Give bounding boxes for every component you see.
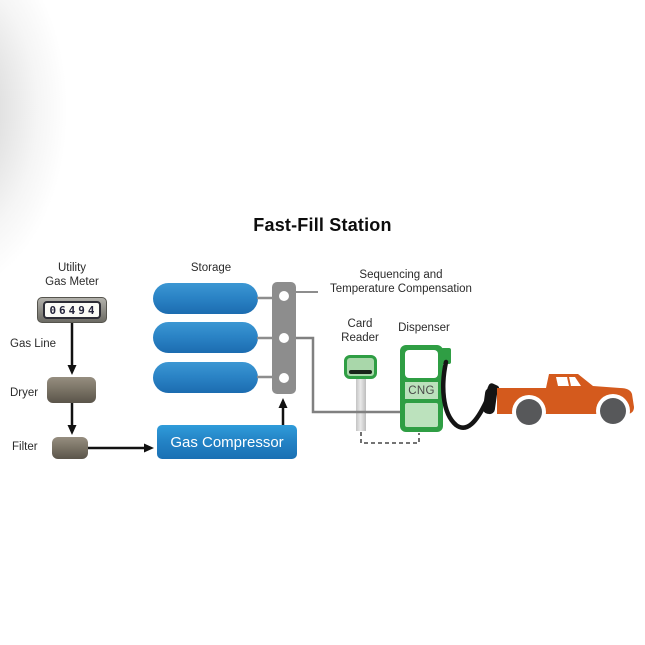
- sequencing-valve-dot: [279, 333, 289, 343]
- truck-window: [556, 377, 581, 386]
- utility-gas-meter-label: Utility Gas Meter: [45, 262, 99, 289]
- rear-wheel-arch: [512, 395, 546, 429]
- card-reader-device: [344, 355, 377, 379]
- dryer-label: Dryer: [10, 387, 39, 399]
- sequencing-valve-dot: [279, 373, 289, 383]
- utility-gas-meter: 06494: [37, 297, 107, 323]
- sequencing-valve-dot: [279, 291, 289, 301]
- storage-tank: [153, 322, 258, 353]
- truck-window-divider: [567, 376, 571, 387]
- hose-mount: [441, 348, 451, 364]
- meter-display: 06494: [43, 301, 101, 319]
- underground-wiring-dashed: [360, 432, 420, 444]
- sequencing-label: Sequencing and Temperature Compensation: [330, 269, 472, 296]
- card-slot: [349, 370, 372, 374]
- gas-compressor: Gas Compressor: [157, 425, 297, 459]
- storage-tank: [153, 283, 258, 314]
- fuel-nozzle: [482, 383, 500, 415]
- dispenser-screen: [405, 350, 438, 378]
- cng-badge: CNG: [405, 382, 438, 399]
- storage-tank: [153, 362, 258, 393]
- pickup-truck: [497, 374, 634, 429]
- rear-wheel: [516, 399, 542, 425]
- gas-compressor-label: Gas Compressor: [170, 433, 284, 451]
- front-wheel-arch: [596, 394, 630, 428]
- diagram-title: Fast-Fill Station: [253, 215, 392, 235]
- card-reader-label: Card Reader: [341, 318, 379, 345]
- dryer-unit: [47, 377, 96, 403]
- dispenser-unit: CNG: [400, 345, 451, 432]
- filter-label: Filter: [12, 441, 38, 453]
- sequencing-panel: [272, 282, 296, 394]
- filter-unit: [52, 437, 88, 459]
- card-reader-pole: [356, 378, 366, 431]
- front-wheel: [600, 398, 626, 424]
- gas-line-label: Gas Line: [10, 338, 57, 350]
- fuel-hose: [441, 359, 489, 430]
- dispenser-lower-panel: [405, 403, 438, 427]
- truck-body: [497, 374, 634, 414]
- dispenser-label: Dispenser: [398, 322, 450, 334]
- storage-label: Storage: [190, 262, 232, 274]
